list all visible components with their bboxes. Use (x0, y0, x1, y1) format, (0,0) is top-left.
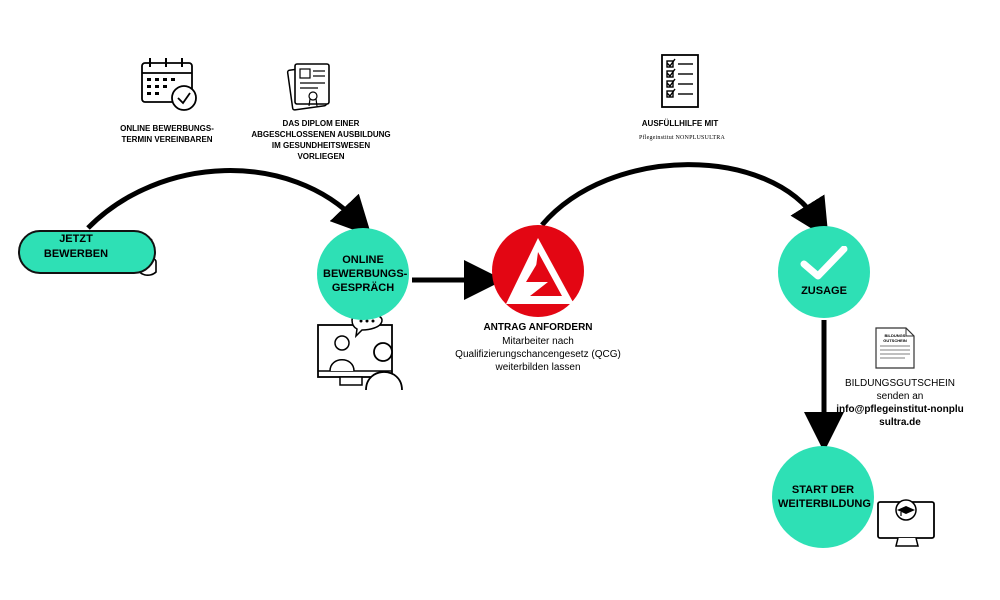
step-circle-start: START DER WEITERBILDUNG (772, 446, 874, 548)
voucher-doc-label: BILDUNGS GUTSCHEIN (883, 333, 907, 343)
diplom-label: DAS DIPLOM EINER ABGESCHLOSSENEN AUSBILD… (251, 119, 391, 161)
gutschein-email[interactable]: info@pflegeinstitut-nonplusultra.de (836, 404, 964, 428)
gutschein-title: BILDUNGSGUTSCHEIN (844, 378, 955, 389)
termin-label: ONLINE BEWERBUNGS-TERMIN VEREINBAREN (120, 124, 214, 144)
checkmark-icon (800, 246, 848, 280)
gespraech-label: ONLINE BEWERBUNGS-GESPRÄCH (323, 254, 408, 294)
antrag-text: Mitarbeiter nach Qualifizierungschanceng… (455, 336, 621, 373)
arc-arrow-2 (540, 162, 829, 239)
nonplusultra-brand: Pflegeinstitut NONPLUSULTRA (638, 135, 726, 141)
step-circle-zusage: ZUSAGE (778, 226, 870, 318)
ausfuellhilfe-label: AUSFÜLLHILFE MIT (641, 119, 719, 128)
start-label: START DER WEITERBILDUNG (778, 484, 871, 510)
arc-arrow-1 (86, 168, 372, 237)
apply-now-label[interactable]: JETZT BEWERBEN (43, 233, 109, 260)
apply-now-button[interactable] (18, 230, 156, 274)
antrag-title: ANTRAG ANFORDERN (483, 322, 593, 333)
zusage-label: ZUSAGE (801, 285, 847, 297)
gutschein-text: senden an (876, 391, 924, 402)
step-circle-gespraech: ONLINE BEWERBUNGS-GESPRÄCH (317, 228, 409, 320)
